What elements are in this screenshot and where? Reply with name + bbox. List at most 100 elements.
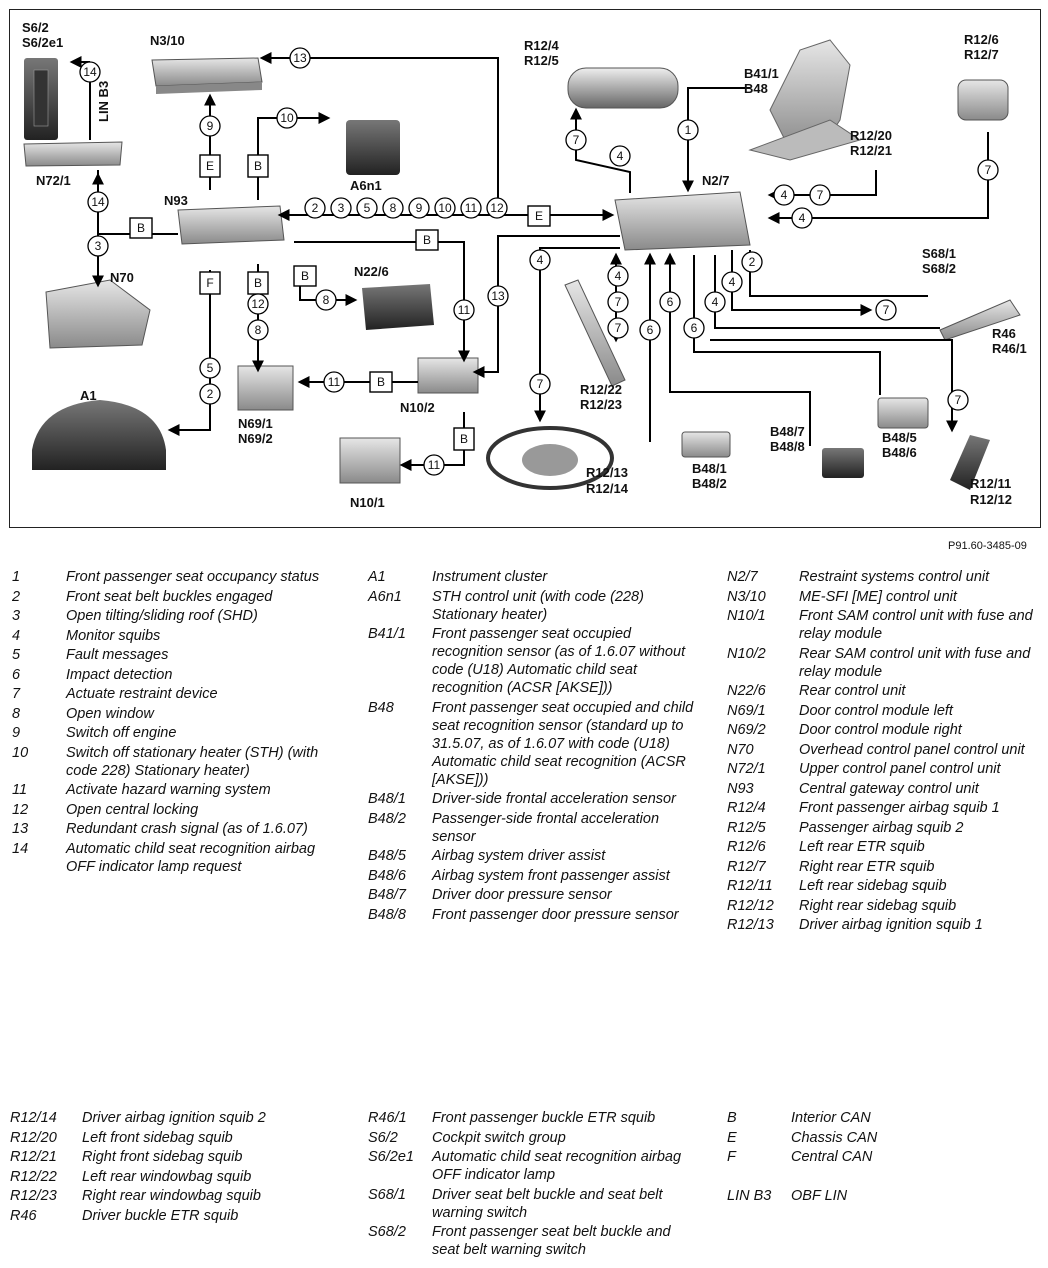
label-n69-2: N69/2 bbox=[238, 431, 273, 446]
legend-description: Rear control unit bbox=[799, 683, 906, 699]
legend-description: Left rear windowbag squib bbox=[82, 1168, 252, 1185]
label-a6n1: A6n1 bbox=[350, 178, 382, 193]
signal-circle: 4 bbox=[609, 145, 631, 167]
bus-box: B bbox=[129, 217, 153, 239]
legend-description: Right rear ETR squib bbox=[799, 858, 935, 875]
n3-10-ecu-picture bbox=[151, 57, 263, 94]
svg-text:2: 2 bbox=[749, 255, 756, 269]
r12-4-airbag-picture bbox=[567, 67, 679, 109]
legend-key: B48/7 bbox=[368, 887, 406, 903]
legend-description: Automatic child seat recognition airbag … bbox=[432, 1149, 682, 1183]
label-r12-22: R12/22 bbox=[580, 382, 622, 397]
svg-text:7: 7 bbox=[537, 377, 544, 391]
legend-description: Fault messages bbox=[66, 647, 169, 663]
legend-description: Left rear ETR squib bbox=[799, 839, 925, 855]
legend-description: Front passenger buckle ETR squib bbox=[432, 1110, 656, 1126]
label-r46-1: R46/1 bbox=[992, 341, 1027, 356]
legend-key: N3/10 bbox=[727, 588, 766, 605]
svg-text:7: 7 bbox=[573, 133, 580, 147]
signal-circle: 14 bbox=[79, 61, 101, 83]
signal-circle: 6 bbox=[683, 317, 705, 339]
svg-text:4: 4 bbox=[712, 295, 719, 309]
legend-key: R12/14 bbox=[10, 1110, 57, 1126]
label-r12-5: R12/5 bbox=[524, 53, 559, 68]
signal-circle: 2 bbox=[304, 197, 326, 219]
svg-text:9: 9 bbox=[416, 201, 423, 215]
legend-key: S68/1 bbox=[368, 1186, 406, 1203]
legend-key: 14 bbox=[12, 840, 29, 857]
s68-1-buckle-picture bbox=[939, 299, 1021, 341]
legend-description: Rear SAM control unit with fuse and rela… bbox=[799, 645, 1031, 680]
svg-text:11: 11 bbox=[465, 201, 478, 215]
r12-11-sidebag-picture bbox=[950, 435, 990, 490]
signal-circle: 10 bbox=[276, 107, 298, 129]
legend-description: Door control module left bbox=[799, 702, 953, 719]
signal-circle: 2 bbox=[199, 383, 221, 405]
svg-text:4: 4 bbox=[781, 188, 788, 202]
signal-circle: 14 bbox=[87, 191, 109, 213]
label-n3-10: N3/10 bbox=[150, 33, 185, 48]
svg-text:7: 7 bbox=[615, 295, 622, 309]
bus-box: B bbox=[415, 229, 439, 251]
legend-key: N72/1 bbox=[727, 761, 766, 777]
legend-description: Cockpit switch group bbox=[432, 1129, 566, 1146]
a1-instrument-cluster-picture bbox=[32, 400, 166, 470]
svg-text:13: 13 bbox=[293, 51, 307, 65]
label-n10-2: N10/2 bbox=[400, 400, 435, 415]
label-n69-1: N69/1 bbox=[238, 416, 273, 431]
legend-entry: S6/2 Cockpit switch group bbox=[368, 1129, 698, 1147]
legend-description: Left front sidebag squib bbox=[82, 1129, 233, 1146]
svg-text:F: F bbox=[206, 276, 213, 290]
svg-text:7: 7 bbox=[817, 188, 824, 202]
svg-text:14: 14 bbox=[83, 65, 97, 79]
svg-text:6: 6 bbox=[691, 321, 698, 335]
legend-description: Front passenger door pressure sensor bbox=[432, 906, 679, 923]
legend-key: S6/2 bbox=[368, 1129, 398, 1146]
label-r12-20: R12/20 bbox=[850, 128, 892, 143]
legend-key: 11 bbox=[12, 782, 28, 798]
component-labels: S6/2 S6/2e1 N3/10 R12/4 R12/5 B41/1 B48 … bbox=[22, 20, 1027, 510]
svg-text:5: 5 bbox=[364, 201, 371, 215]
legend-key: B48/8 bbox=[368, 906, 406, 923]
signal-circle: 11 bbox=[453, 299, 475, 321]
legend-key bbox=[727, 1168, 791, 1186]
r12-22-windowbag-picture bbox=[564, 279, 626, 387]
legend-key: A1 bbox=[368, 569, 386, 585]
legend-key: B48/2 bbox=[368, 810, 406, 827]
legend-description: Open central locking bbox=[66, 801, 199, 818]
signal-circle: 4 bbox=[791, 207, 813, 229]
legend-key: N22/6 bbox=[727, 683, 766, 699]
label-s68-2: S68/2 bbox=[922, 261, 956, 276]
svg-text:14: 14 bbox=[91, 195, 105, 209]
legend-key: E bbox=[727, 1129, 737, 1146]
legend-key: 7 bbox=[12, 686, 21, 702]
legend-entry: N22/6 Rear control unit bbox=[727, 682, 1037, 700]
label-r12-12: R12/12 bbox=[970, 492, 1012, 507]
bus-box: B bbox=[247, 154, 269, 178]
legend-key: R12/12 bbox=[727, 897, 774, 914]
legend-key: S68/2 bbox=[368, 1224, 406, 1240]
legend-description: Restraint systems control unit bbox=[799, 569, 990, 585]
legend-key: N10/1 bbox=[727, 608, 766, 624]
svg-text:B: B bbox=[460, 432, 468, 446]
svg-text:10: 10 bbox=[280, 111, 294, 125]
svg-text:B: B bbox=[254, 276, 262, 290]
svg-text:B: B bbox=[301, 269, 309, 283]
label-n72-1: N72/1 bbox=[36, 173, 71, 188]
svg-text:7: 7 bbox=[883, 303, 890, 317]
